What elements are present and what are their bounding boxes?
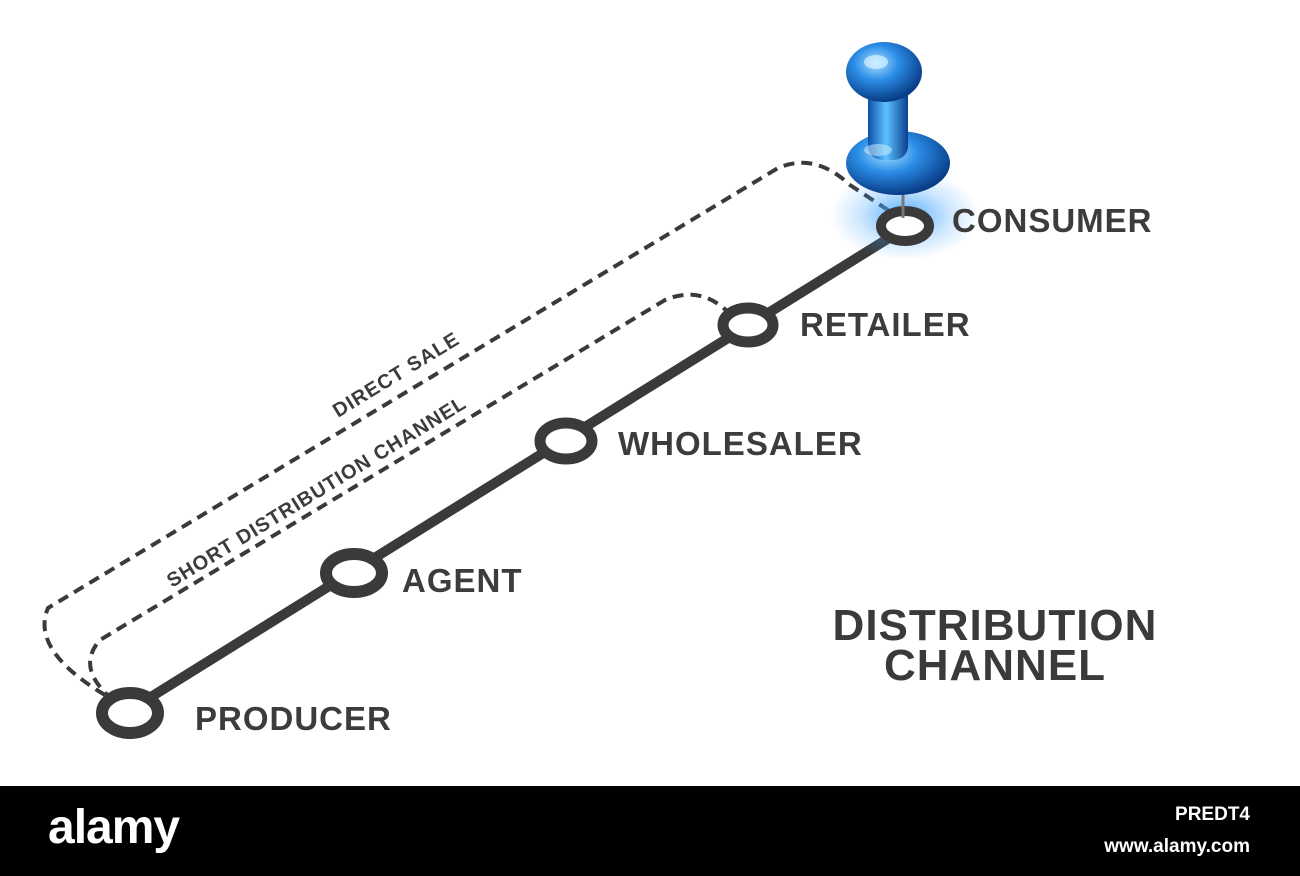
image-id: PREDT4 [1175,804,1250,825]
wholesaler-node [534,417,598,465]
channel-diagram: DIRECT SALE SHORT DISTRIBUTION CHANNEL P… [42,42,1158,739]
title-line-2: CHANNEL [884,641,1106,690]
pushpin-icon [846,42,950,218]
main-channel-line [127,223,908,715]
diagram-canvas: DIRECT SALE SHORT DISTRIBUTION CHANNEL P… [42,42,1158,739]
consumer-label: CONSUMER [952,202,1153,239]
direct-sale-route [42,160,902,697]
title-line-1: DISTRIBUTION [833,601,1158,650]
agent-label: AGENT [402,562,523,599]
wholesaler-label: WHOLESALER [618,425,863,462]
short-channel-route [88,292,730,702]
watermark-footer: alamy PREDT4 www.alamy.com [0,786,1300,876]
agent-node [320,548,388,598]
alamy-logo: alamy [48,801,180,854]
consumer-node [876,206,934,246]
site-url: www.alamy.com [1104,836,1250,857]
retailer-node [717,302,779,348]
producer-node [96,687,164,739]
producer-label: PRODUCER [195,700,392,737]
retailer-label: RETAILER [800,306,971,343]
